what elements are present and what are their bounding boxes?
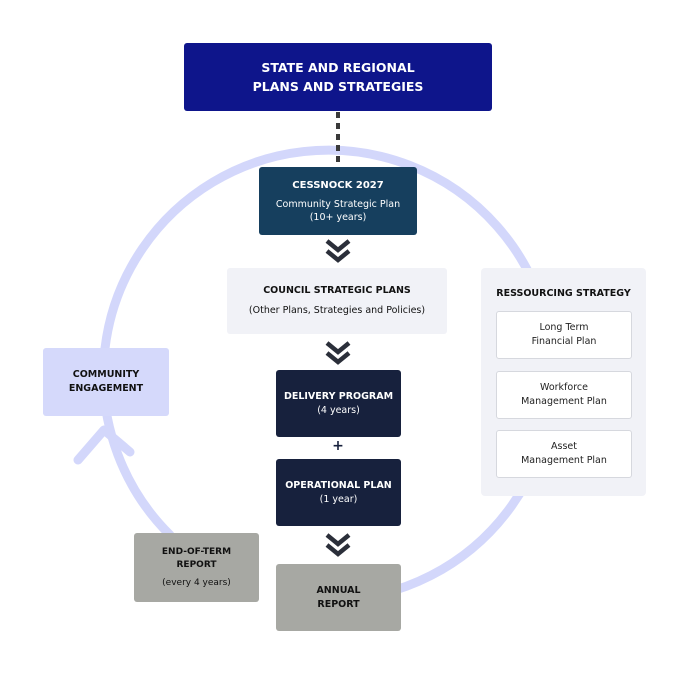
ltfp-line1: Long Term	[539, 322, 589, 333]
state-line1: STATE AND REGIONAL	[261, 60, 415, 75]
operational-title: OPERATIONAL PLAN	[285, 479, 392, 491]
delivery-duration: (4 years)	[317, 404, 360, 416]
ltfp-line2: Financial Plan	[531, 336, 597, 347]
plus-sign: +	[332, 438, 344, 454]
eot-line2: REPORT	[176, 559, 217, 570]
delivery-program-box: DELIVERY PROGRAM (4 years)	[276, 370, 401, 437]
double-chevron-down-icon	[325, 533, 351, 557]
amp-line2: Management Plan	[521, 455, 607, 466]
council-title: COUNCIL STRATEGIC PLANS	[263, 285, 411, 296]
double-chevron-down-icon	[325, 341, 351, 365]
operational-duration: (1 year)	[319, 493, 358, 505]
state-regional-plans-box: STATE AND REGIONAL PLANS AND STRATEGIES	[184, 43, 492, 111]
resourcing-title: RESSOURCING STRATEGY	[496, 288, 631, 299]
cessnock-2027-box: CESSNOCK 2027 Community Strategic Plan (…	[259, 167, 417, 235]
council-strategic-plans-box: COUNCIL STRATEGIC PLANS (Other Plans, St…	[227, 268, 447, 334]
workforce-management-plan-box: Workforce Management Plan	[496, 371, 632, 419]
amp-line1: Asset	[551, 441, 577, 452]
state-line2: PLANS AND STRATEGIES	[252, 79, 424, 94]
cessnock-title: CESSNOCK 2027	[292, 179, 384, 191]
resourcing-strategy-panel: RESSOURCING STRATEGY Long Term Financial…	[481, 268, 646, 496]
annual-line1: ANNUAL	[316, 584, 361, 596]
long-term-financial-plan-box: Long Term Financial Plan	[496, 311, 632, 359]
community-line2: ENGAGEMENT	[68, 383, 144, 394]
annual-line2: REPORT	[317, 598, 360, 610]
wmp-line2: Management Plan	[521, 396, 607, 407]
delivery-title: DELIVERY PROGRAM	[283, 390, 394, 402]
community-line1: COMMUNITY	[72, 369, 140, 380]
council-subtitle: (Other Plans, Strategies and Policies)	[248, 305, 426, 316]
asset-management-plan-box: Asset Management Plan	[496, 430, 632, 478]
community-engagement-box: COMMUNITY ENGAGEMENT	[43, 348, 169, 416]
annual-report-box: ANNUAL REPORT	[276, 564, 401, 631]
cessnock-duration: (10+ years)	[309, 211, 367, 223]
operational-plan-box: OPERATIONAL PLAN (1 year)	[276, 459, 401, 526]
eot-line1: END-OF-TERM	[161, 546, 232, 557]
double-chevron-down-icon	[325, 239, 351, 263]
cycle-arrow-icon	[73, 425, 135, 465]
eot-duration: (every 4 years)	[162, 577, 231, 588]
wmp-line1: Workforce	[540, 382, 588, 393]
cessnock-subtitle: Community Strategic Plan	[275, 198, 401, 210]
end-of-term-report-box: END-OF-TERM REPORT (every 4 years)	[134, 533, 259, 602]
